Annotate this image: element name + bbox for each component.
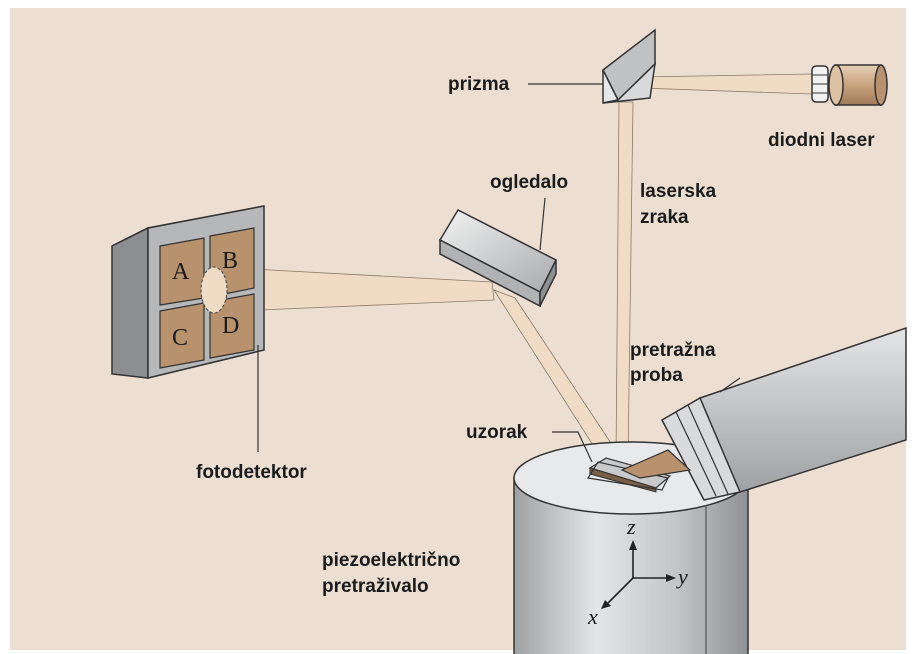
- beam-label-line2: zraka: [640, 207, 689, 228]
- sample-leader: [552, 431, 593, 463]
- mirror-leader: [539, 197, 546, 251]
- quadrant-c-cell: [159, 302, 205, 369]
- beam-label-line1: laserska: [640, 181, 717, 202]
- quadrant-d-label: D: [222, 313, 239, 339]
- quadrant-a-label: A: [172, 259, 190, 285]
- axis-z-label: z: [626, 514, 636, 539]
- scanner-label-line2: pretraživalo: [322, 576, 429, 597]
- probe-leader: [719, 377, 741, 393]
- diode-laser: [811, 64, 888, 106]
- beam-spot: [200, 266, 228, 314]
- axis-y-label: y: [676, 564, 688, 589]
- sample-label: uzorak: [466, 422, 528, 443]
- quadrant-c-label: C: [172, 325, 188, 351]
- photodetector-label: fotodetektor: [196, 462, 307, 483]
- probe-arm: [620, 326, 907, 501]
- photodetector: [111, 205, 265, 379]
- scanner-label-line1: piezoelektrično: [322, 550, 460, 571]
- quadrant-b-label: B: [222, 248, 238, 274]
- prism: [602, 28, 657, 104]
- axis-x-label: x: [587, 604, 598, 629]
- diode-laser-label: diodni laser: [768, 130, 875, 151]
- mirror-label: ogledalo: [490, 172, 568, 193]
- prism-label: prizma: [448, 74, 510, 95]
- probe-label-line2: proba: [630, 365, 683, 386]
- coordinate-axes: [601, 540, 676, 609]
- probe-tip: [620, 449, 692, 479]
- mirror: [438, 209, 558, 308]
- probe-label-line1: pretražna: [630, 340, 716, 361]
